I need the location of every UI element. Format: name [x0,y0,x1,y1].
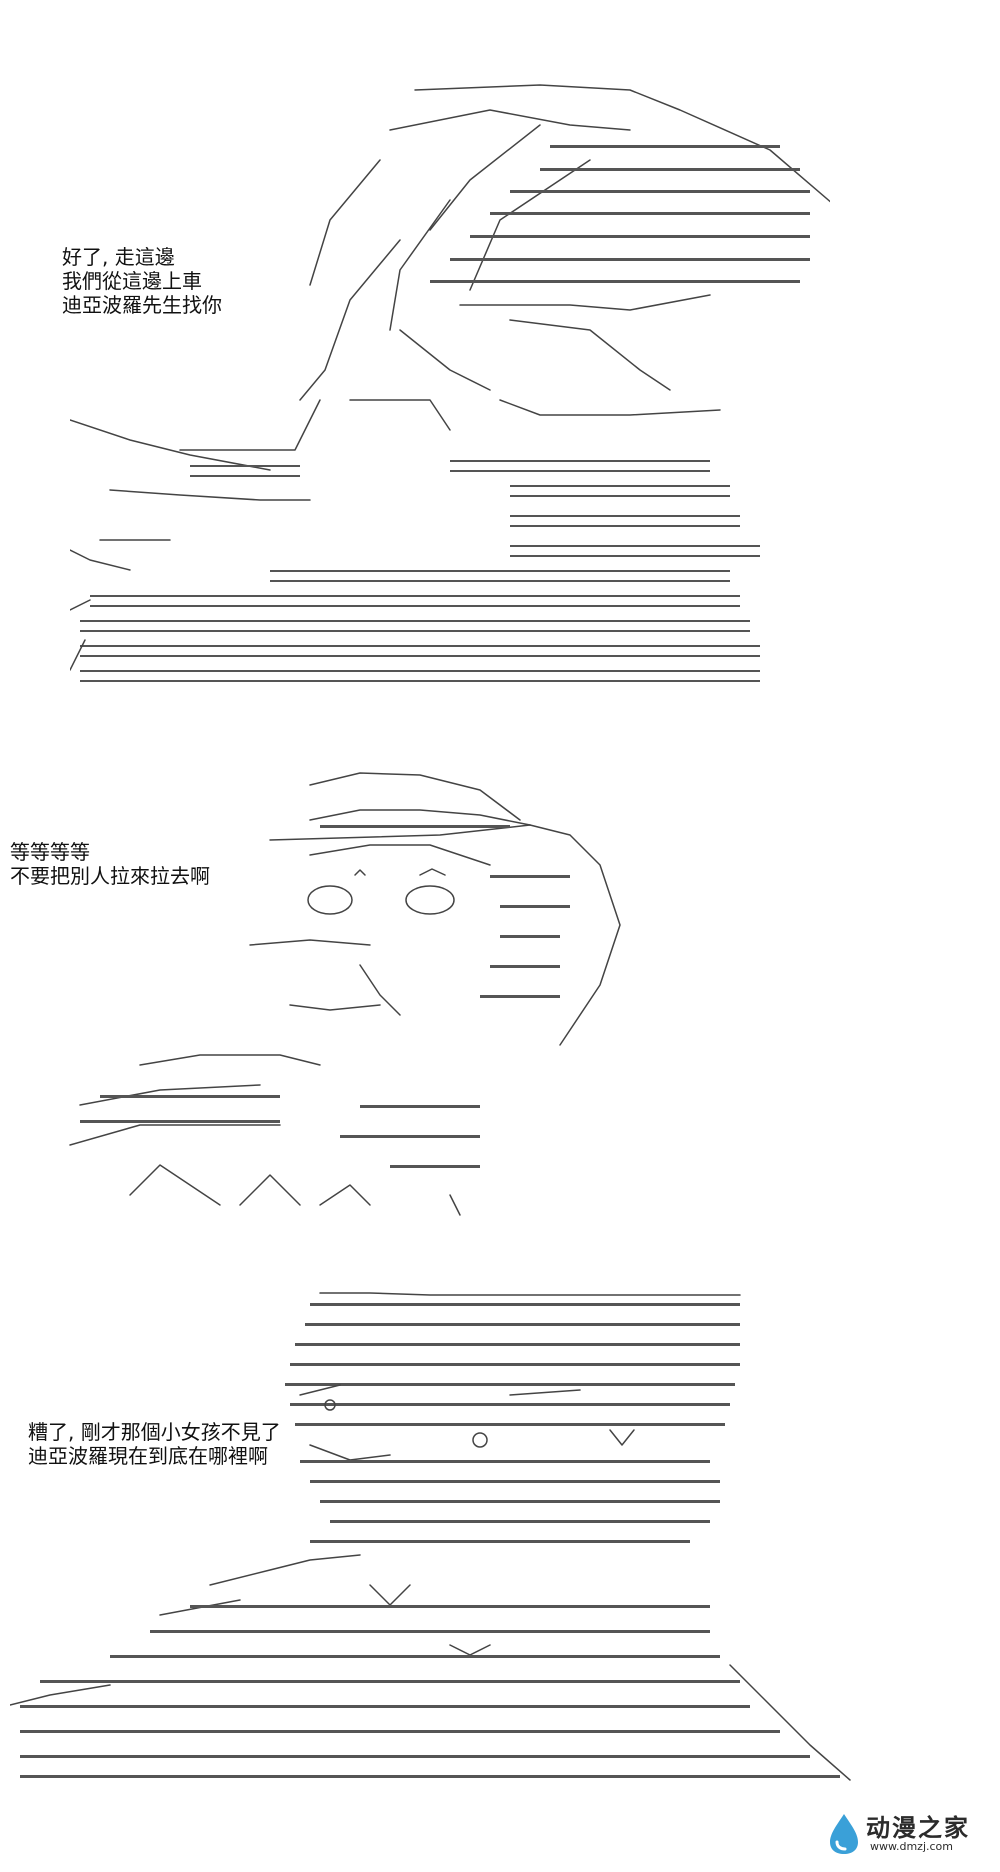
panel-2-body-texture [80,1095,480,1168]
panel-3-caption-line-1: 糟了, 剛才那個小女孩不見了 [28,1420,281,1444]
panel-2-ascii-art [60,765,680,1225]
panel-2-caption: 等等等等 不要把別人拉來拉去啊 [10,840,210,888]
panel-2-cap-texture [320,825,510,828]
panel-1-ascii-art [70,70,830,690]
droplet-logo-icon [830,1814,858,1854]
panel-3-ascii-art [10,1285,870,1785]
panel-3-hair-texture [285,1303,740,1426]
panel-2-caption-line-1: 等等等等 [10,840,90,864]
panel-1-caption-line-2: 我們從這邊上車 [62,269,202,293]
panel-3-face-texture [300,1460,720,1543]
panel-3-body-texture [20,1605,840,1778]
panel-3-caption: 糟了, 剛才那個小女孩不見了 迪亞波羅現在到底在哪裡啊 [28,1420,281,1468]
panel-1-caption-line-3: 迪亞波羅先生找你 [62,293,222,317]
panel-1-caption: 好了, 走這邊 我們從這邊上車 迪亞波羅先生找你 [62,245,222,317]
panel-1-hair-texture [430,145,810,283]
panel-2-caption-line-2: 不要把別人拉來拉去啊 [10,864,210,888]
watermark-url: www.dmzj.com [870,1840,953,1853]
panel-3-caption-line-2: 迪亞波羅現在到底在哪裡啊 [28,1444,268,1468]
watermark-title: 动漫之家 [866,1814,970,1842]
panel-1-body-lines [80,460,760,682]
panel-2-arm-texture [480,875,570,998]
watermark: 动漫之家 www.dmzj.com [824,1806,984,1858]
panel-1-caption-line-1: 好了, 走這邊 [62,245,175,269]
